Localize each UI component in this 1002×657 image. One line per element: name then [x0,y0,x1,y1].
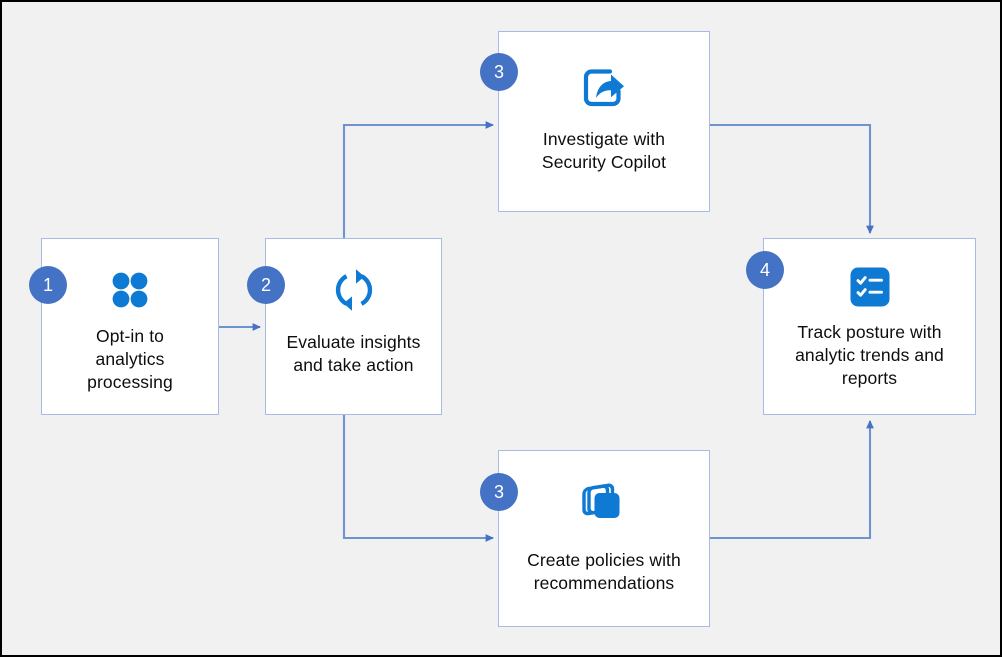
step-badge-2: 2 [247,266,285,304]
node-label: Track posture with analytic trends and r… [795,322,944,389]
checklist-icon [848,265,892,309]
layers-icon [577,477,631,531]
step-badge-3-top: 3 [480,53,518,91]
node-track-posture[interactable]: Track posture with analytic trends and r… [763,238,976,415]
connector-create-policies-to-track-posture [710,420,874,540]
four-dots-icon [105,265,155,315]
node-label: Create policies with recommendations [527,550,681,594]
node-opt-in[interactable]: Opt-in to analytics processing [41,238,219,415]
step-badge-3-bottom: 3 [480,473,518,511]
node-label: Evaluate insights and take action [286,332,421,376]
connector-evaluate-to-investigate [342,121,494,238]
node-create-policies[interactable]: Create policies with recommendations [498,450,710,627]
share-icon [577,60,631,114]
step-badge-1: 1 [29,266,67,304]
node-label: Investigate with Security Copilot [541,129,667,173]
connector-investigate-to-track-posture [710,123,874,234]
node-evaluate[interactable]: Evaluate insights and take action [265,238,442,415]
node-label: Opt-in to analytics processing [87,326,173,393]
connector-evaluate-to-create-policies [342,415,494,542]
refresh-cycle-icon [327,263,381,317]
step-badge-4: 4 [746,251,784,289]
node-investigate[interactable]: Investigate with Security Copilot [498,31,710,212]
